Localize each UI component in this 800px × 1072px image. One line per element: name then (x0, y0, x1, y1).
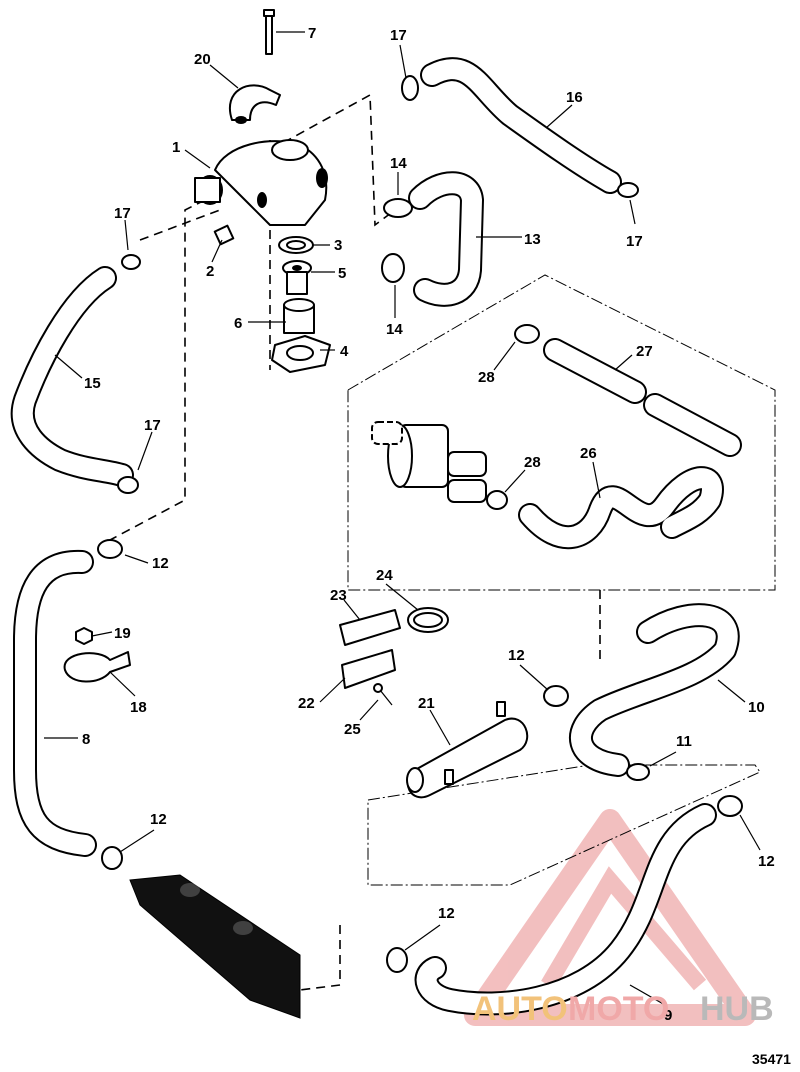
temperature-sender (213, 224, 235, 246)
watermark-hub: HUB (700, 990, 774, 1028)
heat-exchanger (371, 421, 487, 503)
large-clamp (407, 607, 449, 633)
callout-16: 16 (566, 89, 583, 106)
watermark-text: AUTO MOTO HUB (472, 990, 774, 1028)
leader-lines (44, 31, 761, 1006)
callout-10: 10 (748, 699, 765, 716)
callout-8: 8 (82, 731, 90, 748)
callout-18: 18 (130, 699, 147, 716)
seal-ring (278, 236, 314, 254)
watermark-auto: AUTO (472, 990, 568, 1028)
callout-28b: 28 (524, 454, 541, 471)
hose-13 (408, 171, 484, 307)
hose-8 (13, 549, 97, 857)
callout-17c: 17 (390, 27, 407, 44)
hose-clamps (97, 75, 743, 973)
callout-14a: 14 (390, 155, 407, 172)
assembly-lines (109, 93, 601, 991)
thermostat (282, 260, 312, 295)
hose-10 (569, 603, 740, 777)
fuel-cooler (406, 701, 529, 799)
gasket (271, 335, 331, 373)
callout-14b: 14 (386, 321, 403, 338)
bolt (263, 9, 275, 55)
callout-labels: 1 2 3 4 5 6 7 8 9 10 11 12 12 12 12 12 1… (82, 25, 775, 1024)
callout-9: 9 (664, 1007, 672, 1024)
screw (373, 683, 393, 706)
callout-19: 19 (114, 625, 131, 642)
hose-27 (543, 338, 742, 457)
callout-21: 21 (418, 695, 435, 712)
callout-12b: 12 (508, 647, 525, 664)
lifting-bracket (229, 84, 281, 124)
thermostat-sleeve (283, 298, 315, 334)
callout-15: 15 (84, 375, 101, 392)
callout-11: 11 (676, 733, 692, 750)
callout-2: 2 (206, 263, 214, 280)
callout-17d: 17 (144, 417, 161, 434)
reference-number: 35471 (752, 1051, 791, 1067)
hose-16 (420, 57, 622, 194)
callout-12e: 12 (438, 905, 455, 922)
callout-27: 27 (636, 343, 653, 360)
callout-12d: 12 (758, 853, 775, 870)
callout-28a: 28 (478, 369, 495, 386)
hose-bracket (63, 627, 131, 683)
callout-20: 20 (194, 51, 211, 68)
hose-15 (10, 266, 134, 487)
callout-22: 22 (298, 695, 315, 712)
callout-1: 1 (172, 139, 180, 156)
watermark-moto: MOTO (568, 990, 669, 1028)
callout-17b: 17 (626, 233, 643, 250)
hose-26 (518, 466, 724, 550)
watermark-logo (464, 809, 756, 1026)
callout-3: 3 (334, 237, 342, 254)
callout-7: 7 (308, 25, 316, 42)
callout-24: 24 (376, 567, 393, 584)
callout-5: 5 (338, 265, 346, 282)
callout-6: 6 (234, 315, 242, 332)
callout-12a: 12 (152, 555, 169, 572)
callout-25: 25 (344, 721, 361, 738)
thermostat-housing (194, 139, 328, 226)
callout-17a: 17 (114, 205, 131, 222)
callout-13: 13 (524, 231, 541, 248)
insulator-pads (339, 609, 401, 689)
callout-4: 4 (340, 343, 349, 360)
callout-12c: 12 (150, 811, 167, 828)
callout-26: 26 (580, 445, 597, 462)
callout-23: 23 (330, 587, 347, 604)
exhaust-manifold (129, 874, 301, 1019)
hose-9 (414, 803, 717, 1016)
